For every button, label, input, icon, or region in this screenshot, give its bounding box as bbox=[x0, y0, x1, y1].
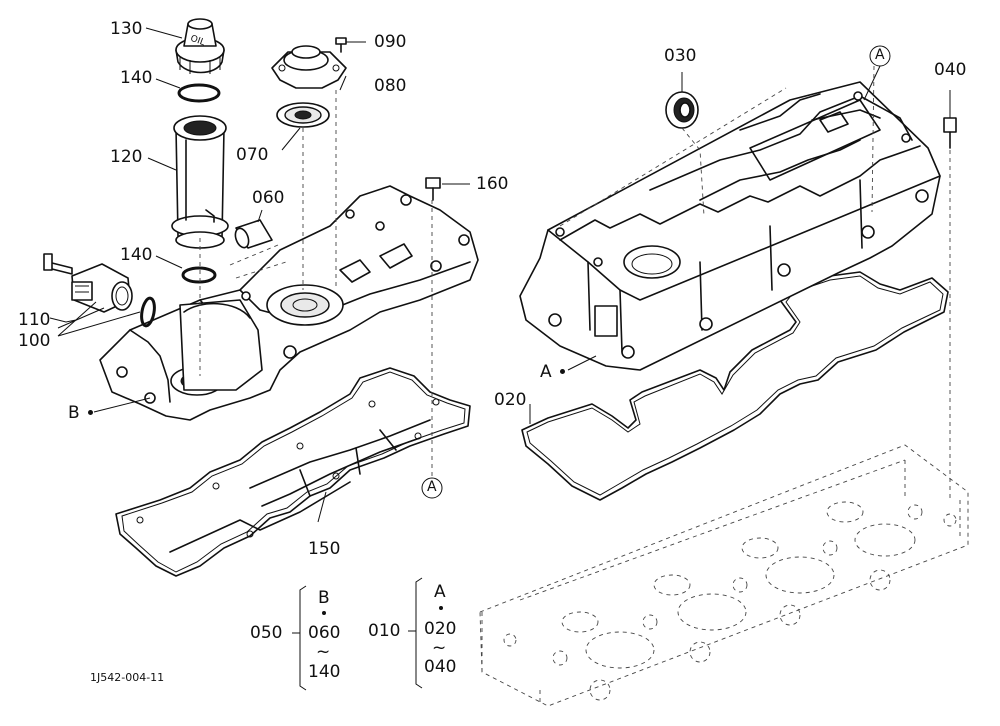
kit-010-first: 020 bbox=[424, 619, 457, 639]
callout-130: 130 bbox=[110, 19, 143, 39]
callout-140-top: 140 bbox=[120, 68, 153, 88]
o-ring-140-mid bbox=[181, 266, 217, 284]
kit-010-number: 010 bbox=[368, 621, 401, 641]
ref-a-dot bbox=[560, 369, 565, 374]
callout-070: 070 bbox=[236, 145, 269, 165]
bolt-160 bbox=[425, 177, 441, 201]
oil-filler-tube-120 bbox=[171, 115, 229, 249]
gasket-150 bbox=[115, 367, 471, 577]
kit-050-dot bbox=[322, 611, 326, 615]
diaphragm-070 bbox=[276, 102, 330, 128]
circle-a-lower-marker bbox=[421, 477, 443, 499]
kit-braces bbox=[292, 577, 423, 691]
circle-a-lower: A bbox=[427, 479, 437, 495]
breather-housing bbox=[99, 185, 479, 421]
callout-080: 080 bbox=[374, 76, 407, 96]
callout-040: 040 bbox=[934, 60, 967, 80]
kit-050-ref: B bbox=[318, 588, 330, 608]
callout-110: 110 bbox=[18, 310, 51, 330]
o-ring-140-top bbox=[177, 83, 221, 103]
callout-150: 150 bbox=[308, 539, 341, 559]
bolt-110 bbox=[43, 253, 73, 275]
kit-050-tilde: ~ bbox=[316, 642, 331, 662]
ref-b-dot bbox=[88, 410, 93, 415]
callout-060: 060 bbox=[252, 188, 285, 208]
oil-cap-130 bbox=[175, 18, 225, 74]
head-cover bbox=[519, 81, 941, 371]
kit-010-last: 040 bbox=[424, 657, 457, 677]
ref-b: B bbox=[68, 403, 80, 423]
screw-090 bbox=[335, 37, 347, 53]
kit-010-tilde: ~ bbox=[432, 638, 447, 658]
callout-090: 090 bbox=[374, 32, 407, 52]
callout-020: 020 bbox=[494, 390, 527, 410]
circle-a-upper-marker bbox=[869, 45, 891, 67]
leader-lines bbox=[49, 27, 951, 523]
circle-a-upper: A bbox=[875, 47, 885, 63]
seal-030 bbox=[665, 91, 699, 129]
callout-030: 030 bbox=[664, 46, 697, 66]
o-ring-100 bbox=[140, 296, 156, 328]
callout-140-mid: 140 bbox=[120, 245, 153, 265]
bolt-040 bbox=[943, 117, 957, 149]
cylinder-head-outline bbox=[479, 444, 969, 707]
sensor-100 bbox=[71, 263, 133, 313]
ref-a: A bbox=[540, 362, 552, 382]
kit-010-ref: A bbox=[434, 582, 446, 602]
gasket-020 bbox=[521, 271, 949, 501]
pipe-060 bbox=[234, 219, 273, 249]
kit-050-number: 050 bbox=[250, 623, 283, 643]
callout-120: 120 bbox=[110, 147, 143, 167]
kit-010-dot bbox=[439, 606, 443, 610]
figure-id: 1J542-004-11 bbox=[90, 671, 165, 684]
callout-100: 100 bbox=[18, 331, 51, 351]
callout-160: 160 bbox=[476, 174, 509, 194]
kit-050-last: 140 bbox=[308, 662, 341, 682]
cover-080 bbox=[271, 45, 347, 89]
kit-050-first: 060 bbox=[308, 623, 341, 643]
